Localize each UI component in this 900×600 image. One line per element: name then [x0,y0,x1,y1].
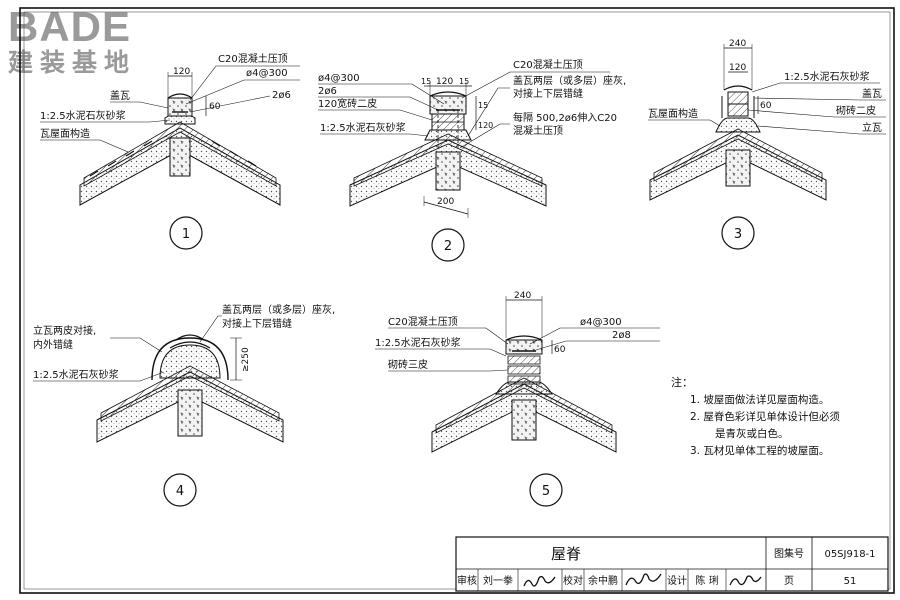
designer-name: 陈 琍 [695,574,718,587]
detail-5-label-steel-a: ø4@300 [580,317,622,328]
detail-5-number-circle [529,473,563,507]
detail-2-label-anchor-2: 混凝土压顶 [513,124,563,137]
detail-2-number: 2 [444,239,452,254]
detail-4: ≥250 盖瓦两层（或多层）座灰, 对接上下层错缝 立瓦两皮对接, 内外错缝 1… [33,303,335,507]
detail-4-callouts: 盖瓦两层（或多层）座灰, 对接上下层错缝 立瓦两皮对接, 内外错缝 1:2.5水… [33,303,335,382]
detail-4-label-standing-1: 立瓦两皮对接, [33,324,96,337]
bade-watermark: BADE 建装基地 [8,3,137,77]
watermark-subtitle: 建装基地 [8,48,137,77]
detail-1-callouts: C20混凝土压顶 ø4@300 盖瓦 2ø6 1:2.5水泥石灰砂浆 瓦屋面构造 [40,52,300,153]
atlas-label: 图集号 [774,547,804,560]
review-label: 审核 [457,574,477,587]
notes: 注： 1. 坡屋面做法详见屋面构造。 2. 屋脊色彩详见单体设计但必须 是青灰或… [671,375,840,457]
detail-5-label-mortar: 1:2.5水泥石灰砂浆 [375,336,461,349]
detail-2-label-anchor-1: 每隔 500,2ø6伸入C20 [513,111,617,124]
detail-3-roof [649,85,827,201]
detail-2-label-steel-b: 2ø6 [318,86,337,97]
detail-4-dim-height: ≥250 [241,347,251,372]
note-1: 1. 坡屋面做法详见屋面构造。 [690,393,829,406]
detail-1-number: 1 [182,227,190,242]
detail-5-dim-height: 60 [554,345,566,355]
detail-3: 240 120 60 1:2.5水泥石灰砂浆 盖瓦 砌砖二皮 立瓦 瓦屋面构造 … [648,39,886,250]
detail-4-label-mortar: 1:2.5水泥石灰砂浆 [33,368,119,381]
detail-1: 120 60 C20混凝土压顶 ø4@300 盖瓦 2ø6 1:2.5水泥石灰砂… [40,52,300,250]
detail-2-dim-left: 15 [421,77,431,86]
detail-5-dimensions: 240 60 [505,291,566,355]
detail-2-dim-base: 200 [437,197,454,207]
detail-4-label-tiles-1: 盖瓦两层（或多层）座灰, [222,303,335,316]
detail-3-label-brick: 砌砖二皮 [836,104,876,117]
detail-5-roof [431,335,617,453]
detail-5: 240 60 C20混凝土压顶 1:2.5水泥石灰砂浆 砌砖三皮 ø4@300 … [375,291,660,507]
detail-1-label-steel-a: ø4@300 [246,68,288,79]
detail-5-label-brick: 砌砖三皮 [388,358,428,371]
detail-4-label-standing-2: 内外错缝 [33,338,73,351]
note-2: 2. 屋脊色彩详见单体设计但必须 [690,410,840,423]
detail-2-callouts: ø4@300 2ø6 120宽砖二皮 1:2.5水泥石灰砂浆 C20混凝土压顶 … [318,58,626,149]
check-label: 校对 [563,574,583,587]
detail-2-label-tiles-2: 对接上下层错缝 [513,87,583,100]
detail-2-label-steel-a: ø4@300 [318,73,360,84]
detail-1-label-steel-b: 2ø6 [272,90,291,101]
detail-3-callouts: 1:2.5水泥石灰砂浆 盖瓦 砌砖二皮 立瓦 瓦屋面构造 [648,70,886,135]
reviewer-signature [523,575,556,587]
detail-2-roof [349,91,547,207]
detail-5-callouts: C20混凝土压顶 1:2.5水泥石灰砂浆 砌砖三皮 ø4@300 2ø8 [375,315,660,372]
detail-2-label-tiles-1: 盖瓦两层（或多层）座灰, [513,74,626,87]
detail-3-dim-height: 60 [760,101,772,111]
note-2-continued: 是青灰或白色。 [715,427,789,440]
detail-5-dim-width: 240 [514,291,531,301]
detail-2-dim-mid: 120 [436,77,453,87]
detail-4-dimensions: ≥250 [230,337,251,381]
detail-1-dim-width: 120 [173,67,190,77]
designer-signature [729,575,762,586]
detail-2: 15 120 15 15 120 200 ø4@300 2ø6 120宽砖二皮 … [318,58,626,262]
sheet-border [19,7,895,594]
detail-2-label-cap: C20混凝土压顶 [513,58,583,71]
detail-5-label-cap: C20混凝土压顶 [388,315,458,328]
atlas-number: 05SJ918-1 [824,549,875,560]
detail-2-label-brick: 120宽砖二皮 [318,97,377,110]
reviewer-name: 刘一拳 [483,574,513,587]
detail-3-number: 3 [734,227,742,242]
detail-2-dim-h1: 15 [478,101,488,110]
detail-2-label-mortar: 1:2.5水泥石灰砂浆 [320,121,406,134]
detail-1-label-mortar: 1:2.5水泥石灰砂浆 [40,109,126,122]
detail-2-dimensions: 15 120 15 15 120 200 [421,77,493,218]
detail-3-label-mortar: 1:2.5水泥石灰砂浆 [784,70,870,83]
checker-signature [625,573,662,586]
detail-3-label-roof: 瓦屋面构造 [648,107,698,120]
detail-3-dim-inner: 120 [729,63,746,73]
title-block: 屋脊 图集号 05SJ918-1 审核 刘一拳 校对 余中鹏 设计 陈 琍 页 … [455,536,889,592]
detail-3-dim-outer: 240 [729,39,746,49]
detail-5-number: 5 [542,484,550,499]
detail-4-label-tiles-2: 对接上下层错缝 [222,317,292,330]
detail-4-number-circle [163,473,197,507]
detail-5-label-steel-b: 2ø8 [612,330,631,341]
detail-4-number: 4 [176,484,184,499]
detail-3-dimensions: 240 120 60 [723,39,772,114]
watermark-brand: BADE [8,3,132,50]
detail-2-dim-h2: 120 [478,121,493,130]
note-3: 3. 瓦材见单体工程的坡屋面。 [690,444,829,457]
detail-1-label-cover-tile: 盖瓦 [110,89,130,102]
detail-3-label-cover-tile: 盖瓦 [862,87,882,100]
detail-1-roof [79,93,281,206]
detail-3-number-circle [721,216,755,250]
detail-3-label-standing-tile: 立瓦 [862,121,882,134]
page-label: 页 [784,575,794,587]
detail-2-dim-right: 15 [459,77,469,86]
notes-heading: 注： [671,375,693,389]
detail-1-label-cap: C20混凝土压顶 [218,52,288,65]
checker-name: 余中鹏 [588,574,618,587]
drawing-title: 屋脊 [551,545,581,563]
detail-4-roof [96,334,284,443]
design-label: 设计 [667,574,687,587]
detail-1-number-circle [169,216,203,250]
detail-2-number-circle [431,228,465,262]
detail-1-label-roof: 瓦屋面构造 [40,127,90,140]
page-number: 51 [844,576,857,587]
